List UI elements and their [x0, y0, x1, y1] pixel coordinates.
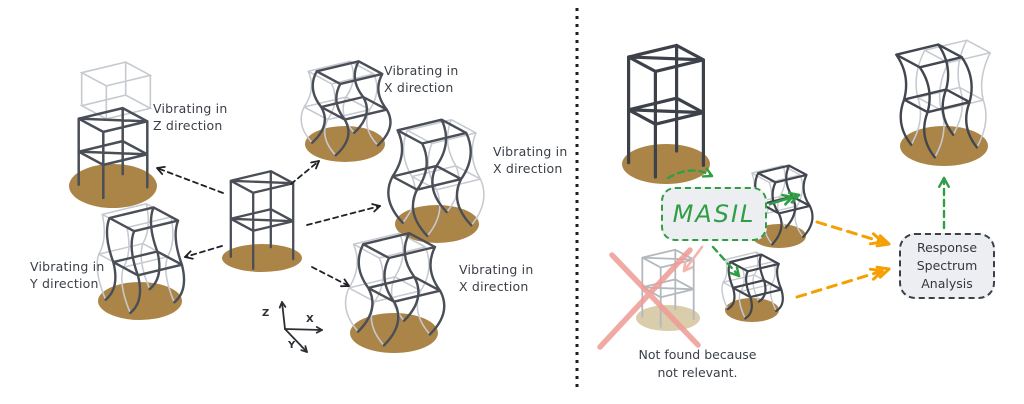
structure-reference	[222, 170, 302, 272]
axis-label-y: Y	[288, 340, 296, 351]
structure-vibrating-x-right	[387, 118, 485, 243]
structure-vibrating-x-top	[300, 60, 392, 162]
rejected-cross	[597, 247, 701, 350]
axis-label-x: X	[306, 314, 314, 325]
structure-vibrating-x-bottom	[344, 232, 446, 353]
label-vibrating-x-right: Vibrating in X direction	[493, 144, 568, 176]
structure-result	[895, 39, 991, 166]
structure-main	[622, 43, 710, 184]
response-spectrum-analysis-box: Response Spectrum Analysis	[899, 233, 995, 299]
label-vibrating-x-bottom: Vibrating in X direction	[459, 262, 534, 294]
mode-arrows	[156, 160, 381, 288]
note-not-found: Not found because not relevant.	[638, 347, 757, 381]
label-vibrating-x-top: Vibrating in X direction	[384, 63, 459, 95]
label-vibrating-z: Vibrating in Z direction	[153, 101, 228, 133]
structure-vibrating-z	[69, 61, 157, 208]
structure-vibrating-y	[96, 203, 186, 320]
structure-mode-2	[721, 251, 784, 322]
green-flow-arrows	[666, 167, 950, 278]
rejected-arrow	[682, 245, 704, 273]
response-spectrum-analysis-label: Response Spectrum Analysis	[916, 239, 978, 292]
masil-box: MASIL	[661, 187, 767, 241]
axis-label-z: Z	[262, 308, 270, 319]
orange-flow-arrows	[795, 220, 891, 299]
label-vibrating-y: Vibrating in Y direction	[30, 259, 105, 291]
masil-label: MASIL	[672, 200, 756, 228]
axis-triad	[278, 301, 323, 353]
